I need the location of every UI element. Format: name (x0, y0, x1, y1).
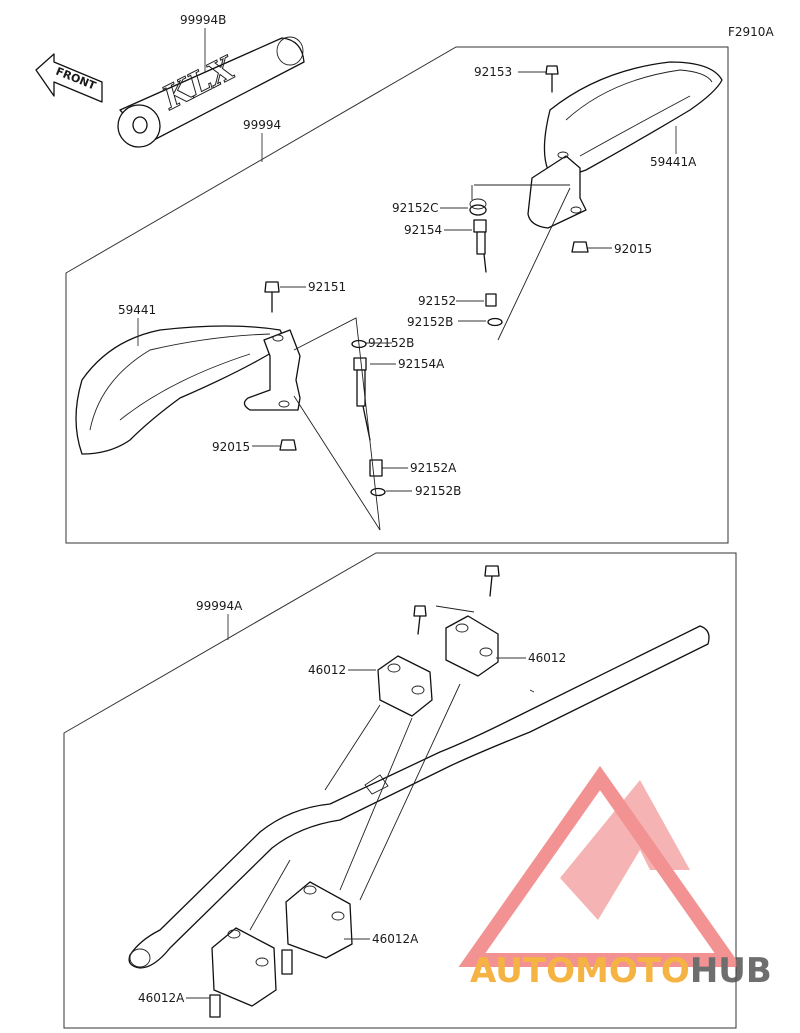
label-92152: 92152 (418, 294, 456, 308)
handguard-left (75, 325, 301, 455)
bolt-92154A (353, 357, 371, 441)
label-92154A: 92154A (398, 357, 445, 371)
label-92152C: 92152C (392, 201, 439, 215)
watermark-text-auto: AUTO (470, 951, 575, 991)
svg-text:AUTOMOTOHUB: AUTOMOTOHUB (470, 951, 772, 991)
watermark-text-hub: HUB (690, 951, 772, 991)
label-46012-b: 46012 (528, 651, 566, 665)
label-92152A: 92152A (410, 461, 457, 475)
label-99994: 99994 (243, 118, 281, 132)
label-46012A-a: 46012A (372, 932, 419, 946)
label-92153: 92153 (474, 65, 512, 79)
clamp-46012-right (445, 565, 500, 677)
label-99994B: 99994B (180, 13, 226, 27)
label-92152B-a: 92152B (407, 315, 453, 329)
collar-92152A (369, 459, 383, 477)
label-99994A: 99994A (196, 599, 243, 613)
label-92015-b: 92015 (212, 440, 250, 454)
label-92015-a: 92015 (614, 242, 652, 256)
collar-92152 (485, 293, 497, 307)
watermark-logo: AUTOMOTOHUB (458, 765, 772, 991)
washer-92152B-c (370, 487, 386, 497)
nut-92015-b (279, 439, 297, 451)
front-arrow-icon: FRONT (35, 53, 103, 103)
clamp-46012-left (377, 605, 433, 717)
clamp-46012A-right (281, 881, 353, 975)
label-92151: 92151 (308, 280, 346, 294)
handlebar (128, 625, 710, 969)
nut-92015-a (571, 241, 589, 253)
label-46012-a: 46012 (308, 663, 346, 677)
watermark-text-moto: MOTO (575, 951, 690, 991)
lower-kit-box (63, 552, 737, 1029)
washer-92152B-a (487, 317, 503, 327)
clamp-46012A-left (209, 927, 277, 1018)
collar-92152C (469, 198, 487, 216)
bolt-92154 (473, 219, 487, 273)
handguard-right (527, 61, 723, 229)
label-92154: 92154 (404, 223, 442, 237)
bolt-92151 (264, 281, 280, 313)
bolt-92153 (545, 65, 559, 93)
label-46012A-b: 46012A (138, 991, 185, 1005)
figure-id: F2910A (728, 25, 774, 39)
label-92152B-c: 92152B (415, 484, 461, 498)
label-59441: 59441 (118, 303, 156, 317)
upper-kit-box (65, 46, 729, 544)
label-59441A: 59441A (650, 155, 697, 169)
